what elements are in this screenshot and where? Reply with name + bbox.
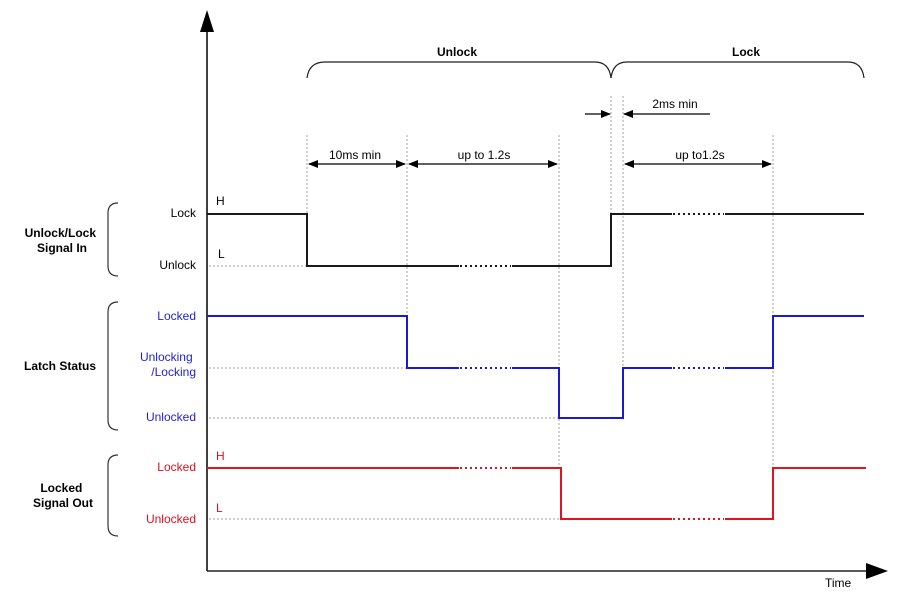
waveform-signal-out-solid-b (512, 467, 672, 520)
group-title-signal-out: Locked Signal Out (33, 481, 93, 510)
annotation-up-to-1-2s-lock: up to1.2s (675, 148, 724, 162)
waveform-latch-solid-a (207, 315, 459, 369)
annotation-10ms-min: 10ms min (329, 148, 381, 162)
level-label-unlocked-out: Unlocked (146, 512, 196, 526)
level-label-locking: /Locking (151, 365, 196, 379)
level-marker-l-signal-out: L (216, 501, 223, 515)
annotation-2ms-min: 2ms min (652, 97, 697, 111)
level-label-unlocked-latch: Unlocked (146, 410, 196, 424)
x-axis-label: Time (825, 576, 852, 590)
phase-label-unlock: Unlock (437, 45, 477, 59)
group-title-latch: Latch Status (24, 359, 96, 373)
waveform-latch (207, 315, 864, 419)
level-marker-l-signal-in: L (218, 247, 225, 261)
waveform-signal-out-solid-c (725, 467, 866, 520)
waveform-signal-in-solid-a (207, 213, 459, 267)
group-brace-signal-out (107, 454, 119, 537)
level-label-unlocking-locking: Unlocking /Locking (140, 350, 196, 379)
phase-brace-lock (610, 61, 865, 79)
x-axis-arrow-icon (866, 563, 888, 579)
level-marker-h-signal-in: H (216, 194, 225, 208)
level-label-locked-latch: Locked (157, 309, 196, 323)
group-title-signal-in: Unlock/Lock Signal In (25, 226, 100, 255)
level-marker-h-signal-out: H (216, 449, 225, 463)
group-title-signal-out-line1: Locked (40, 481, 82, 495)
group-title-signal-in-line2: Signal In (37, 241, 87, 255)
level-label-locked-out: Locked (157, 460, 196, 474)
group-brace-latch (107, 301, 119, 431)
y-axis-arrow-icon (200, 10, 214, 32)
waveform-signal-in-solid-b (512, 213, 672, 267)
waveform-latch-solid-c (725, 315, 864, 369)
level-guides (209, 265, 561, 520)
level-label-lock: Lock (171, 206, 197, 220)
axes: Time (200, 10, 888, 590)
annotation-up-to-1-2s-unlock: up to 1.2s (458, 148, 511, 162)
group-title-signal-in-line1: Unlock/Lock (25, 226, 97, 240)
phase-brace-unlock (306, 61, 612, 79)
phase-label-lock: Lock (732, 45, 760, 59)
group-braces (107, 202, 119, 537)
level-label-unlock: Unlock (159, 258, 197, 272)
group-brace-signal-in (107, 202, 119, 277)
waveform-signal-in (207, 213, 864, 267)
waveform-latch-solid-b (512, 367, 672, 419)
group-title-signal-out-line2: Signal Out (33, 496, 93, 510)
level-label-unlocking: Unlocking (140, 350, 193, 364)
timing-annotations (308, 110, 772, 168)
waveform-signal-out (207, 467, 866, 520)
phase-braces (306, 61, 865, 79)
